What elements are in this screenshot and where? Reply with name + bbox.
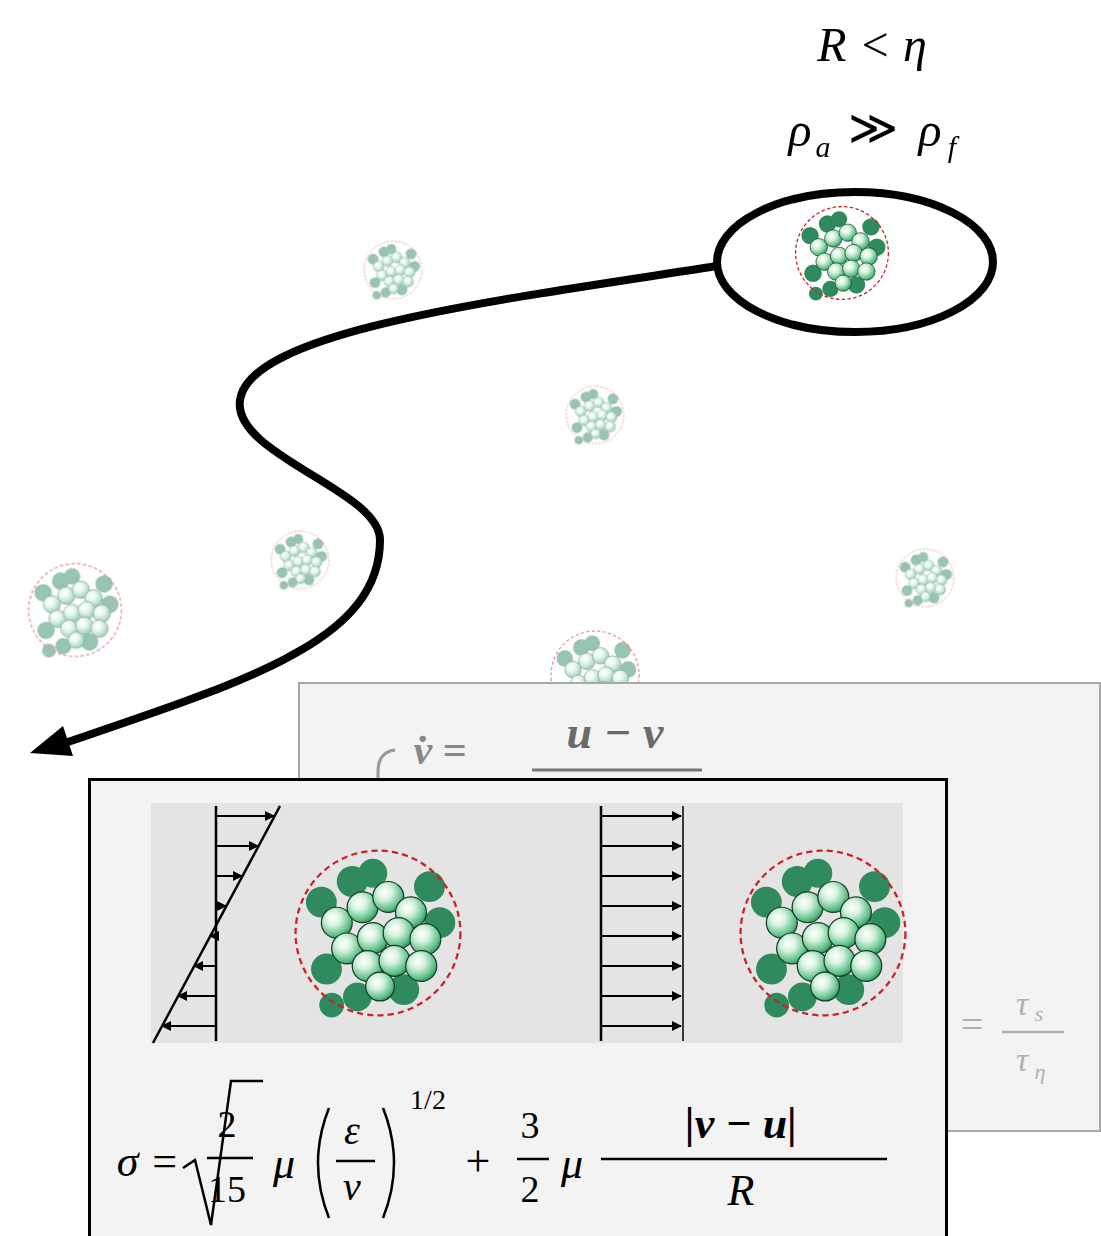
- fraction-denominator: R: [728, 1169, 755, 1213]
- density-symbol: ρ: [788, 106, 811, 154]
- equals-sign: =: [961, 1005, 984, 1045]
- subscript: a: [816, 132, 831, 162]
- subscript: f: [948, 132, 956, 162]
- plus-sign: +: [466, 1140, 491, 1184]
- equation-term: σ =: [117, 1140, 179, 1184]
- exponent: 1/2: [410, 1086, 446, 1114]
- flow-profiles: [3, 3, 1101, 1236]
- fraction-numerator: 3: [521, 1106, 540, 1144]
- fraction-denominator: 2: [521, 1170, 540, 1208]
- fraction-denominator: 15: [208, 1170, 246, 1208]
- subscript: s: [1035, 1003, 1044, 1025]
- fraction-numerator: ε: [344, 1111, 360, 1151]
- symbol: τ: [1016, 1043, 1028, 1077]
- symbol: τ: [1016, 987, 1028, 1021]
- subscript: η: [1035, 1061, 1046, 1083]
- fraction-numerator: 2: [218, 1105, 237, 1143]
- symbol: μ: [273, 1142, 295, 1186]
- density-symbol: ρ: [918, 106, 941, 154]
- equation-term: v̇ =: [413, 729, 466, 771]
- size-condition: R < η: [817, 21, 927, 69]
- relation-symbol: ≫: [848, 104, 898, 152]
- fraction-denominator: ν: [343, 1167, 361, 1207]
- fraction-numerator: |v − u|: [685, 1102, 797, 1146]
- front-equation-panel: σ =215μεν1/2+32μ|v − u|R: [88, 778, 948, 1236]
- symbol: μ: [561, 1142, 583, 1186]
- fraction-numerator: u − v: [567, 710, 664, 756]
